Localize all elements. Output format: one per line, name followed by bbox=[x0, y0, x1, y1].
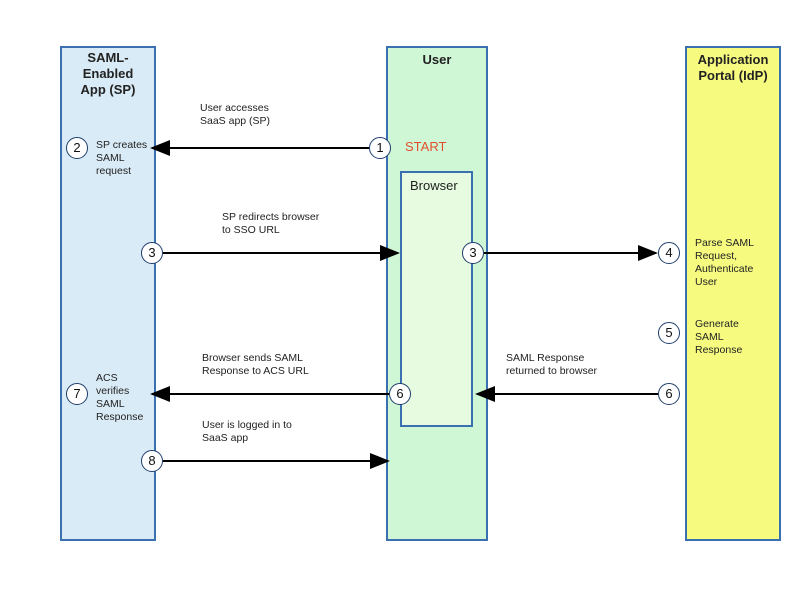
label-sp-redirects: SP redirects browser to SSO URL bbox=[222, 211, 319, 237]
start-label: START bbox=[405, 139, 447, 154]
idp-title-line-1: Application bbox=[697, 52, 769, 67]
label-line: to SSO URL bbox=[222, 224, 280, 236]
step-6-circle-browser: 6 bbox=[389, 383, 411, 405]
label-line: Parse SAML bbox=[695, 237, 754, 249]
label-line: User is logged in to bbox=[202, 419, 292, 431]
label-saml-returned: SAML Response returned to browser bbox=[506, 352, 597, 378]
step-4-circle: 4 bbox=[658, 242, 680, 264]
label-line: SP redirects browser bbox=[222, 211, 320, 223]
label-generate-saml: Generate SAML Response bbox=[695, 318, 742, 357]
idp-lane-title: Application Portal (IdP) bbox=[685, 52, 781, 84]
label-line: SAML Response bbox=[506, 352, 585, 364]
label-line: request bbox=[96, 165, 132, 177]
label-parse-saml: Parse SAML Request, Authenticate User bbox=[695, 237, 754, 289]
label-line: SAML bbox=[96, 398, 125, 410]
label-line: Response bbox=[695, 344, 743, 356]
step-3-circle-sp: 3 bbox=[141, 242, 163, 264]
sp-title-line-3: App (SP) bbox=[80, 82, 136, 97]
label-line: SaaS app bbox=[202, 432, 249, 444]
sp-lane bbox=[60, 46, 156, 541]
label-sp-creates: SP creates SAML request bbox=[96, 139, 147, 178]
label-user-logged-in: User is logged in to SaaS app bbox=[202, 419, 292, 445]
label-line: ACS bbox=[96, 372, 118, 384]
step-2-circle: 2 bbox=[66, 137, 88, 159]
step-8-circle: 8 bbox=[141, 450, 163, 472]
label-line: User accesses bbox=[200, 102, 269, 114]
label-line: Request, bbox=[695, 250, 738, 262]
sp-lane-title: SAML- Enabled App (SP) bbox=[60, 50, 156, 98]
label-line: SAML bbox=[96, 152, 125, 164]
step-7-circle: 7 bbox=[66, 383, 88, 405]
step-6-circle-idp: 6 bbox=[658, 383, 680, 405]
label-line: Response bbox=[96, 411, 144, 423]
label-line: Browser sends SAML bbox=[202, 352, 303, 364]
step-1-circle: 1 bbox=[369, 137, 391, 159]
label-browser-sends: Browser sends SAML Response to ACS URL bbox=[202, 352, 309, 378]
label-line: User bbox=[695, 276, 718, 288]
label-acs-verifies: ACS verifies SAML Response bbox=[96, 372, 143, 424]
label-line: Generate bbox=[695, 318, 739, 330]
label-line: SaaS app (SP) bbox=[200, 115, 271, 127]
idp-lane bbox=[685, 46, 781, 541]
label-line: SP creates bbox=[96, 139, 148, 151]
label-user-accesses: User accesses SaaS app (SP) bbox=[200, 102, 270, 128]
label-line: Authenticate bbox=[695, 263, 754, 275]
sp-title-line-1: SAML- bbox=[87, 50, 129, 65]
sp-title-line-2: Enabled bbox=[82, 66, 134, 81]
browser-box bbox=[400, 171, 473, 427]
label-line: SAML bbox=[695, 331, 724, 343]
step-5-circle: 5 bbox=[658, 322, 680, 344]
label-line: returned to browser bbox=[506, 365, 598, 377]
label-line: Response to ACS URL bbox=[202, 365, 309, 377]
label-line: verifies bbox=[96, 385, 130, 397]
step-3-circle-browser: 3 bbox=[462, 242, 484, 264]
user-lane-title: User bbox=[422, 52, 452, 67]
browser-title: Browser bbox=[410, 178, 458, 193]
idp-title-line-2: Portal (IdP) bbox=[698, 68, 768, 83]
